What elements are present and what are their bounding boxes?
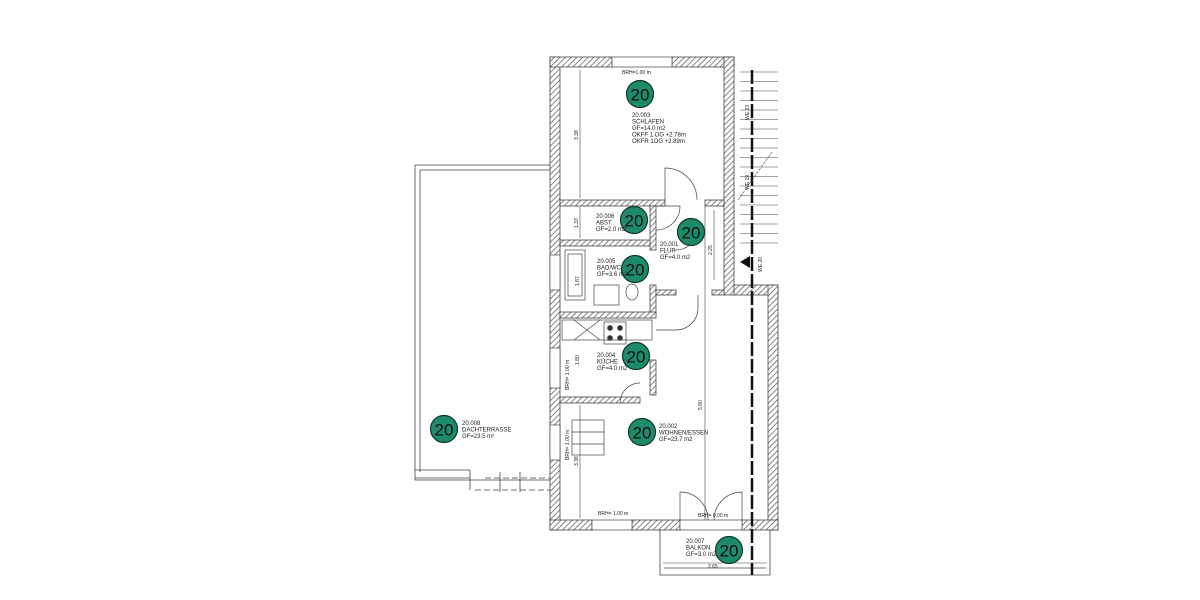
- dim-bad: 1.87: [575, 276, 581, 286]
- room-badge: [627, 417, 657, 447]
- stair-label-top: WE.23: [745, 105, 751, 120]
- room-extra: OKFF 1.OG +2.78m: [632, 133, 686, 139]
- room-area: GF=3.6 m2: [597, 272, 628, 278]
- room-area: GF=4.0 m2: [660, 255, 691, 261]
- room-id: 20.008: [462, 421, 481, 427]
- balkon-outline: [659, 530, 771, 576]
- fixtures: [561, 249, 653, 456]
- dim-balkon: 2.65: [708, 564, 718, 570]
- room-id: 20.005: [597, 259, 616, 265]
- room-badge-text: 20: [626, 261, 645, 280]
- room-badge-text: 20: [435, 421, 454, 440]
- dim-flur: 2.25: [708, 245, 714, 255]
- room-id: 20.002: [659, 424, 678, 430]
- room-area: GF=2.0 m2: [596, 227, 627, 233]
- dim-wohnen-side: 3.38: [574, 456, 580, 466]
- brh-top: BRH=1.00 m: [622, 70, 651, 76]
- room-area: GF=3.0 m2: [686, 552, 717, 558]
- room-id: 20.003: [632, 113, 651, 119]
- room-area: GF=4.0 m2: [597, 366, 628, 372]
- windows: [549, 56, 743, 531]
- room-badge: [619, 205, 649, 235]
- room-name: SCHLAFEN: [632, 120, 664, 126]
- brh-side2: BRH= 1.00 m: [565, 430, 571, 460]
- room-badge-text: 20: [682, 224, 701, 243]
- room-badge-text: 20: [633, 424, 652, 443]
- room-area: GF=23.7 m2: [659, 437, 693, 443]
- room-badge-text: 20: [625, 212, 644, 231]
- room-extra: OKFR 1OG +2.89m: [632, 139, 685, 145]
- room-name: BALKON: [686, 546, 710, 552]
- doors: [619, 167, 743, 521]
- stove: [603, 321, 627, 345]
- room-name: ABST.: [596, 221, 613, 227]
- room-id: 20.006: [596, 214, 615, 220]
- brh-bottom: BRH= 1.00 m: [598, 511, 628, 517]
- brh-door: BRH= 0.00 m: [698, 513, 728, 519]
- dim-kueche: 1.80: [575, 355, 581, 365]
- dachterrasse-outline: [414, 164, 550, 492]
- room-badge: [621, 341, 651, 371]
- room-name: FLUR: [660, 249, 676, 255]
- stair-arrow-icon: [740, 256, 750, 268]
- dim-schlafen: 3.38: [574, 130, 580, 140]
- room-name: KÜCHE: [597, 359, 618, 366]
- room-name: DACHTERRASSE: [462, 428, 511, 434]
- brh-side: BRH= 1.00 m: [565, 360, 571, 390]
- toilet: [625, 283, 639, 301]
- bathtub: [564, 249, 586, 301]
- room-id: 20.001: [660, 242, 679, 248]
- dim-abst: 1.33: [574, 218, 580, 228]
- room-area: GF=23.5 m²: [462, 434, 494, 440]
- room-name: BAD/WC: [597, 266, 622, 272]
- stair-label-bottom: WE.20: [758, 257, 764, 272]
- room-badge: [625, 79, 655, 109]
- room-name: WOHNEN/ESSEN: [659, 431, 708, 437]
- sink: [593, 284, 620, 306]
- room-badge-text: 20: [720, 542, 739, 561]
- table: [571, 419, 605, 456]
- room-badge: [620, 254, 650, 284]
- room-badge: [714, 535, 744, 565]
- dim-wohnen: 5.80: [698, 400, 704, 410]
- room-id: 20.004: [597, 353, 616, 359]
- room-area: GF=14.0 m2: [632, 126, 666, 132]
- room-badge-text: 20: [627, 348, 646, 367]
- room-id: 20.007: [686, 539, 705, 545]
- staircase: [740, 71, 778, 244]
- room-badge-text: 20: [631, 86, 650, 105]
- dimension-lines: [579, 70, 767, 564]
- stair-label-mid: WE.19: [745, 175, 751, 190]
- room-badge: [676, 217, 706, 247]
- room-badge: [429, 414, 459, 444]
